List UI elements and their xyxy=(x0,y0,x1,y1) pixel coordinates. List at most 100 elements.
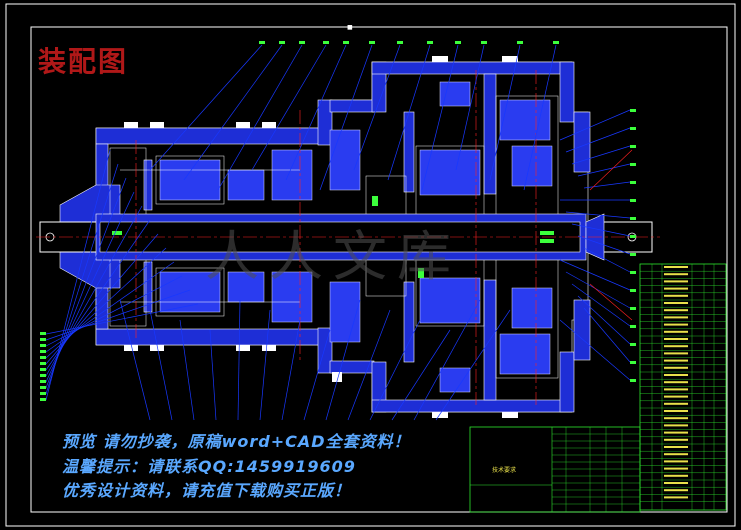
part-balloon xyxy=(323,41,329,44)
leader-line xyxy=(325,299,361,421)
leader-line xyxy=(577,295,631,345)
leader-line xyxy=(251,44,327,171)
drawing-title: 装配图 xyxy=(38,45,129,78)
table-cell-text xyxy=(664,309,688,312)
table-cell-text xyxy=(664,446,688,448)
leader-line xyxy=(489,44,521,181)
leader-line xyxy=(45,289,191,341)
table-cell-text xyxy=(664,316,688,319)
part-balloon xyxy=(40,332,46,335)
part-balloon xyxy=(630,145,636,148)
leader-line xyxy=(183,44,283,181)
leader-line xyxy=(583,181,631,189)
leader-line xyxy=(387,44,431,181)
leader-line xyxy=(571,223,631,237)
part-balloon xyxy=(630,163,636,166)
header-mark: ■ xyxy=(347,24,353,31)
bolts xyxy=(124,56,518,418)
leader-line xyxy=(149,309,173,421)
leader-line xyxy=(369,319,421,421)
part-balloon xyxy=(40,398,46,401)
part-balloon xyxy=(40,374,46,377)
part-balloon xyxy=(630,271,636,274)
leader-line xyxy=(149,44,263,171)
centerlines xyxy=(36,70,660,405)
part-balloon xyxy=(397,41,403,44)
title-block xyxy=(469,426,641,513)
part-balloon xyxy=(630,253,636,256)
table-cell-text xyxy=(664,482,688,484)
leader-line xyxy=(583,247,631,273)
leader-line xyxy=(413,299,481,421)
leader-line xyxy=(281,319,301,421)
leader-line xyxy=(285,44,347,181)
part-balloon xyxy=(630,235,636,238)
table-cell-text xyxy=(664,266,688,268)
part-balloon xyxy=(455,41,461,44)
part-balloon xyxy=(40,362,46,365)
part-balloon xyxy=(630,343,636,346)
leader-line xyxy=(45,205,143,377)
part-balloon xyxy=(630,379,636,382)
part-balloon xyxy=(630,307,636,310)
part-balloon xyxy=(259,41,265,44)
leader-line xyxy=(119,299,151,421)
leader-lines xyxy=(45,44,631,421)
part-balloon xyxy=(40,392,46,395)
leader-line xyxy=(347,309,391,421)
table-cell-text xyxy=(664,431,688,434)
leader-line xyxy=(303,329,331,421)
part-balloon xyxy=(630,289,636,292)
part-balloon xyxy=(40,380,46,383)
part-balloon xyxy=(343,41,349,44)
table-cell-text xyxy=(664,280,688,283)
leader-line xyxy=(565,127,631,153)
part-balloon xyxy=(40,356,46,359)
leader-line xyxy=(45,261,175,353)
part-balloon xyxy=(40,386,46,389)
key-marks xyxy=(112,196,554,278)
table-cell-text xyxy=(664,345,688,348)
part-balloon xyxy=(40,338,46,341)
part-balloon xyxy=(427,41,433,44)
table-cell-text xyxy=(664,460,688,463)
part-balloon xyxy=(630,217,636,220)
part-balloon xyxy=(279,41,285,44)
part-balloon xyxy=(40,350,46,353)
part-balloon xyxy=(299,41,305,44)
part-balloon xyxy=(369,41,375,44)
table-cell-text xyxy=(664,366,688,369)
table-cell-text xyxy=(664,381,688,384)
table-cell-text xyxy=(664,287,688,290)
table-cell-text xyxy=(664,273,688,276)
leader-line xyxy=(523,44,557,191)
table-cell-text xyxy=(664,410,688,412)
table-cell-text xyxy=(664,489,688,492)
table-cell-text xyxy=(664,395,688,398)
table-cell-text xyxy=(664,330,688,333)
table-cell-text xyxy=(664,496,688,499)
outer-frame xyxy=(5,3,736,527)
parts-list-table xyxy=(639,263,727,511)
watermark: 人人文库 xyxy=(205,225,461,288)
leader-line xyxy=(45,275,183,347)
part-balloon xyxy=(630,109,636,112)
leader-line xyxy=(391,329,451,421)
table-cell-text xyxy=(664,302,688,304)
leader-line xyxy=(209,329,217,421)
leader-line xyxy=(45,303,199,335)
leader-line xyxy=(565,211,631,219)
part-balloon xyxy=(630,199,636,202)
leader-line xyxy=(217,44,303,191)
part-balloon xyxy=(630,325,636,328)
leader-line xyxy=(179,319,195,421)
leader-line xyxy=(421,44,459,191)
leader-line xyxy=(45,233,159,365)
leader-line xyxy=(583,307,631,363)
leader-line xyxy=(259,309,271,421)
leader-line xyxy=(45,247,167,359)
part-balloon xyxy=(517,41,523,44)
part-balloon xyxy=(630,127,636,130)
table-cell-text xyxy=(664,474,688,477)
